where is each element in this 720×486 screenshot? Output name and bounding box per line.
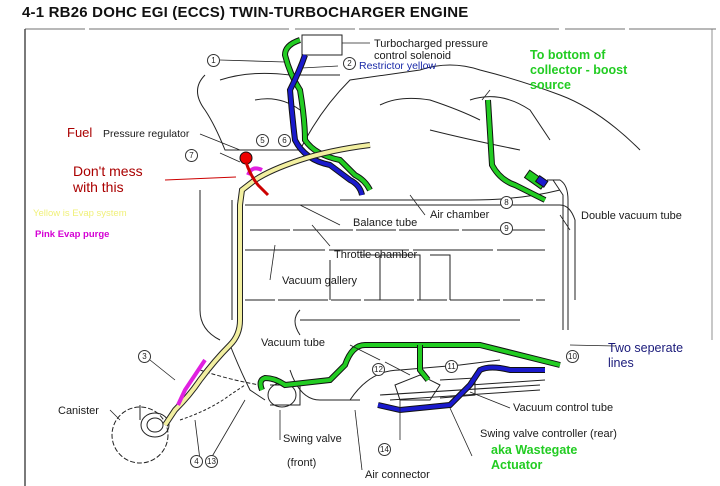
callout-5: 5 [256,134,269,147]
fitting-blue [534,174,549,188]
callout-14: 14 [378,443,391,456]
label-canister: Canister [58,405,99,417]
lower-plumbing-outline [179,344,546,421]
callout-11: 11 [445,360,458,373]
pink-evap-purge-hose-lower [176,358,207,406]
label-front: (front) [287,457,317,469]
label-turbo-solenoid: Turbocharged pressure control solenoid [374,38,488,62]
green-vacuum-tube-lower [258,343,561,391]
label-air-connector: Air connector [365,469,430,481]
callout-8: 8 [500,196,513,209]
label-vacuum-control-tube: Vacuum control tube [513,402,614,414]
callout-10: 10 [566,350,579,363]
callout-4: 4 [190,455,203,468]
canister-drawing [111,405,170,464]
label-swing-valve-controller: Swing valve controller (rear) [480,428,617,440]
dont-mess-arrow [164,176,237,181]
note-boost-source: To bottom of collector - boost source [530,48,628,92]
label-swing-valve: Swing valve [283,433,342,445]
note-wastegate: aka Wastegate Actuator [491,443,578,472]
note-fuel: Fuel [67,125,93,140]
red-fuel-hose [244,161,270,197]
label-balance-tube: Balance tube [353,217,418,229]
leader-lines [109,42,616,471]
green-branch-11 [418,345,430,382]
callout-12: 12 [372,363,385,376]
callout-13: 13 [205,455,218,468]
note-dont-mess: Don't mess with this [73,163,143,195]
yellow-evap-hose [163,143,371,427]
swing-valve-controller-drawing [394,374,476,401]
note-restrictor-yellow: Restrictor yellow [359,60,437,72]
note-yellow-evap: Yellow is Evap system [33,208,127,219]
green-hose-upper [282,38,372,191]
label-double-vacuum-tube: Double vacuum tube [581,210,682,222]
label-vacuum-tube: Vacuum tube [261,337,326,349]
blue-hose-upper [287,54,364,196]
pink-evap-purge-hose-upper [246,166,263,176]
turbo-solenoid-box [301,34,343,56]
label-pressure-regulator: Pressure regulator [103,128,190,140]
note-two-lines: Two seperate lines [608,341,684,370]
blue-hose-lower [377,365,545,413]
callout-3: 3 [138,350,151,363]
callout-6: 6 [278,134,291,147]
green-boost-source-hose [486,99,546,202]
label-throttle-chamber: Throttle chamber [334,249,418,261]
label-vacuum-gallery: Vacuum gallery [282,275,357,287]
callout-1: 1 [207,54,220,67]
callout-9: 9 [500,222,513,235]
intake-collector-outline [197,64,641,201]
callout-7: 7 [185,149,198,162]
callout-2: 2 [343,57,356,70]
page-title: 4-1 RB26 DOHC EGI (ECCS) TWIN-TURBOCHARG… [22,4,469,21]
label-air-chamber: Air chamber [430,209,490,221]
note-pink-evap: Pink Evap purge [35,229,110,240]
